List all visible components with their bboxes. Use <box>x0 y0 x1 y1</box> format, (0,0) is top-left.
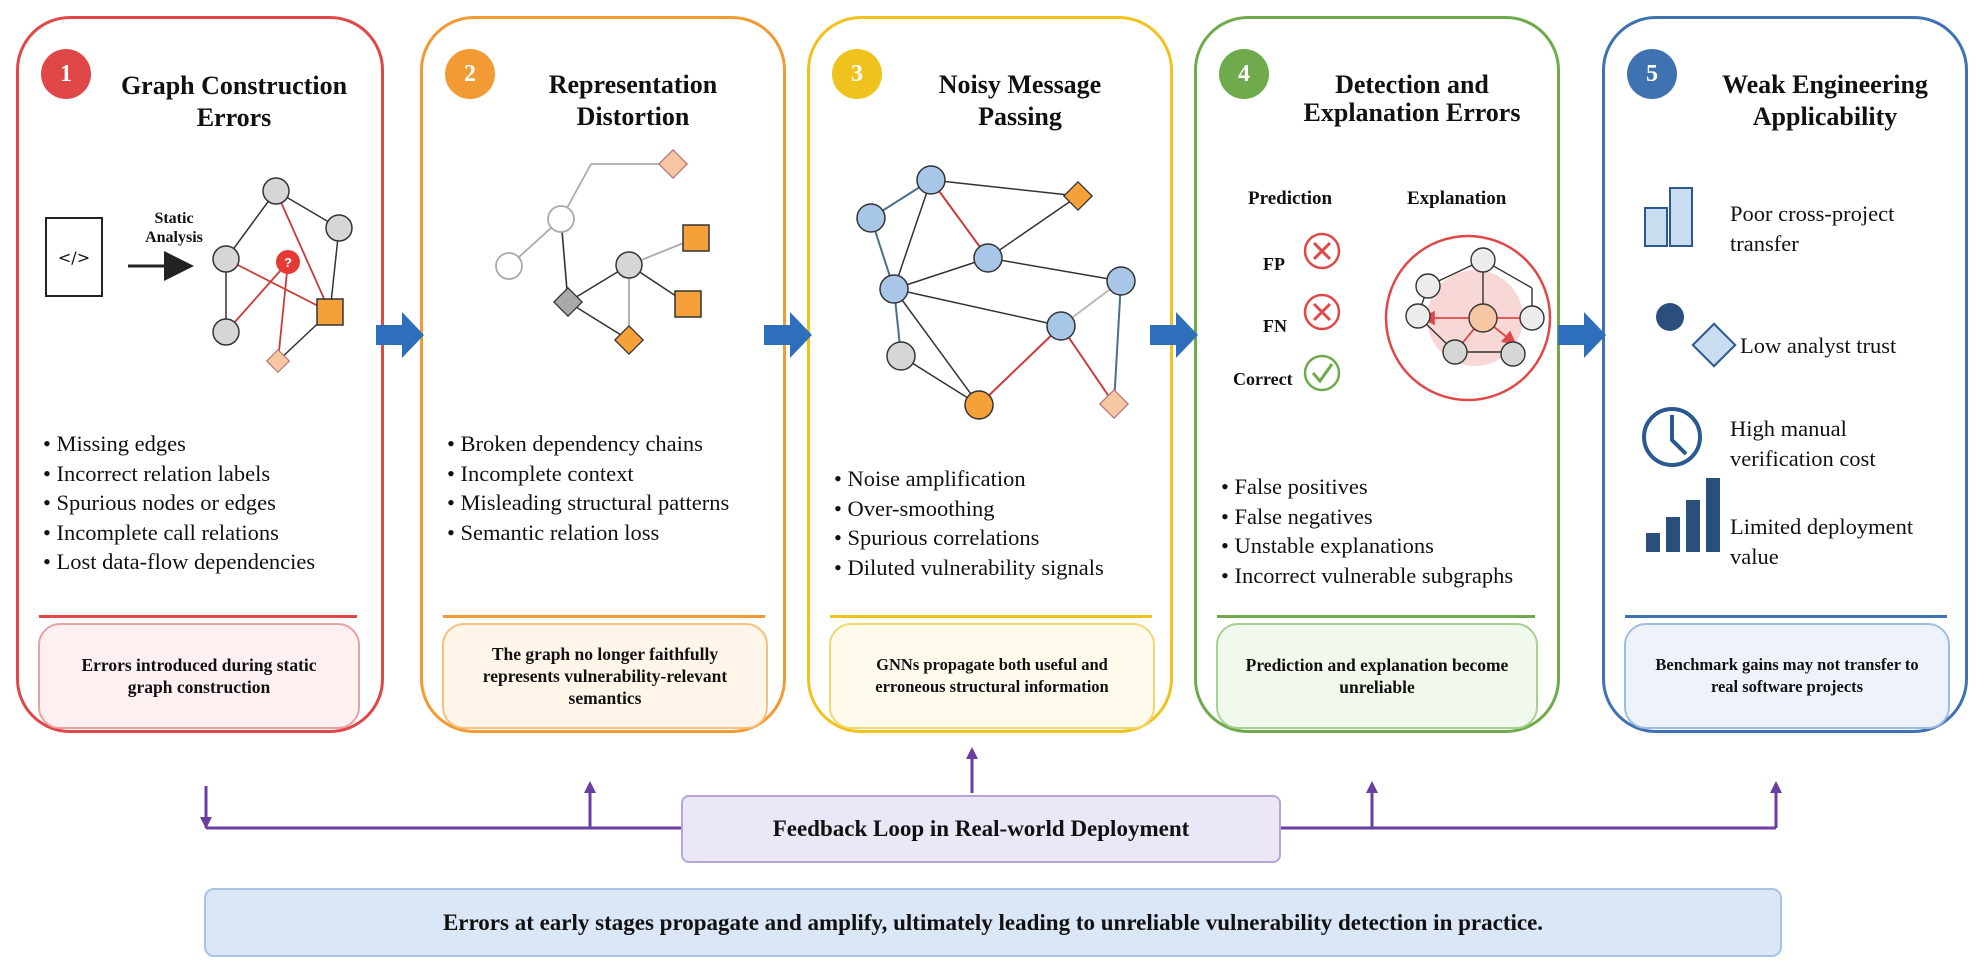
prediction-header: Prediction <box>1248 188 1333 209</box>
flow-arrow-4 <box>1558 312 1606 358</box>
list-item: Over-smoothing <box>834 494 1164 524</box>
list-item: False positives <box>1221 472 1551 502</box>
list-item: Lost data-flow dependencies <box>43 547 373 577</box>
flow-arrow-2 <box>764 312 812 358</box>
correct-label: Correct <box>1233 369 1293 389</box>
feedback-loop-label: Feedback Loop in Real-world Deployment <box>681 795 1281 863</box>
stage-3-divider <box>830 615 1152 618</box>
explanation-header: Explanation <box>1407 188 1507 209</box>
stage-2-divider <box>443 615 765 618</box>
stage-5-summary: Benchmark gains may not transfer to real… <box>1624 623 1950 729</box>
list-item: Incorrect relation labels <box>43 459 373 489</box>
stage-4-bullets: False positives False negatives Unstable… <box>1221 472 1551 590</box>
list-item: Spurious correlations <box>834 523 1164 553</box>
low-trust-text: Low analyst trust <box>1740 333 1897 358</box>
stage-2-summary: The graph no longer faithfully represent… <box>442 623 768 729</box>
list-item: Semantic relation loss <box>447 518 767 548</box>
fn-label: FN <box>1263 316 1287 336</box>
stage-3-bullets: Noise amplification Over-smoothing Spuri… <box>834 464 1164 582</box>
list-item: Broken dependency chains <box>447 429 767 459</box>
stage-4-number-badge: 4 <box>1219 49 1269 99</box>
list-item: Misleading structural patterns <box>447 488 767 518</box>
flow-arrow-3 <box>1150 312 1198 358</box>
stage-2-bullets: Broken dependency chains Incomplete cont… <box>447 429 767 547</box>
list-item: Diluted vulnerability signals <box>834 553 1164 583</box>
stage-3-number-badge: 3 <box>832 49 882 99</box>
stage-3-summary: GNNs propagate both useful and erroneous… <box>829 623 1155 729</box>
fp-label: FP <box>1263 254 1285 274</box>
stage-4-divider <box>1217 615 1535 618</box>
list-item: Noise amplification <box>834 464 1164 494</box>
stage-4-summary: Prediction and explanation become unreli… <box>1216 623 1538 729</box>
stage-5-number-badge: 5 <box>1627 49 1677 99</box>
list-item: Spurious nodes or edges <box>43 488 373 518</box>
list-item: Incorrect vulnerable subgraphs <box>1221 561 1551 591</box>
stage-1-number-badge: 1 <box>41 49 91 99</box>
bottom-message: Errors at early stages propagate and amp… <box>204 888 1782 957</box>
flow-arrow-1 <box>376 312 424 358</box>
list-item: Incomplete call relations <box>43 518 373 548</box>
code-file-icon: </> <box>45 217 103 297</box>
list-item: False negatives <box>1221 502 1551 532</box>
stage-5-divider <box>1625 615 1947 618</box>
list-item: Incomplete context <box>447 459 767 489</box>
list-item: Missing edges <box>43 429 373 459</box>
stage-2-number-badge: 2 <box>445 49 495 99</box>
list-item: Unstable explanations <box>1221 531 1551 561</box>
stage-1-divider <box>39 615 357 618</box>
stage-1-summary: Errors introduced during static graph co… <box>38 623 360 729</box>
stage-1-bullets: Missing edges Incorrect relation labels … <box>43 429 373 577</box>
